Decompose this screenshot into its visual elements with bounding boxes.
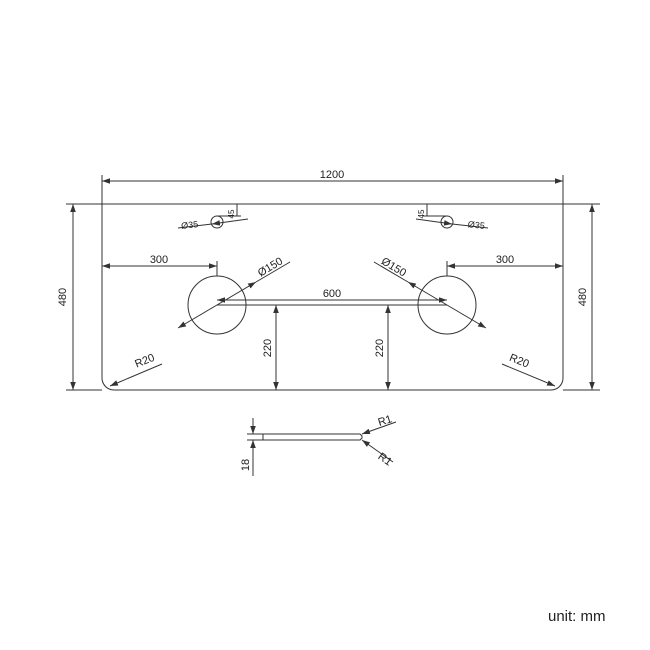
bowl-offset-label-right: 300 — [496, 254, 514, 266]
tap-hole-label-left: Ø35 — [181, 219, 199, 231]
tap-offset-label-left: 45 — [227, 209, 236, 218]
tap-offset-label-right: 45 — [417, 209, 426, 218]
tap-hole-label-right: Ø35 — [467, 219, 485, 231]
bowl-spacing-label: 600 — [323, 288, 341, 300]
tap-hole-right — [440, 215, 454, 229]
corner-radius-leader-left — [109, 363, 163, 387]
bowl-diameter-label-left: Ø150 — [256, 255, 285, 279]
corner-radius-leader-right — [501, 363, 556, 387]
tap-hole-leader-right — [415, 218, 453, 226]
bowl-depth-label-right: 220 — [374, 339, 386, 357]
bowl-diameter-label-right: Ø150 — [379, 255, 408, 279]
overall-width-label: 1200 — [320, 169, 344, 181]
bowl-depth-label-left: 220 — [262, 339, 274, 357]
tap-hole-left — [210, 215, 224, 229]
height-label-left: 480 — [57, 288, 69, 306]
tap-hole-leader-left — [211, 218, 249, 226]
bowl-offset-label-left: 300 — [150, 254, 168, 266]
edge-radius-label-bottom: R1 — [376, 451, 394, 469]
bowl-diameter-leader-right-tail — [373, 261, 409, 283]
bowl-diameter-leader-left-tail — [255, 261, 291, 283]
tap-hole-leader-right-tail — [451, 223, 489, 229]
section-profile — [262, 433, 363, 441]
thickness-label: 18 — [240, 459, 252, 471]
height-label-right: 480 — [577, 288, 589, 306]
countertop-outline — [101, 203, 564, 391]
tap-hole-leader-left-tail — [177, 223, 213, 229]
edge-radius-label-top: R1 — [377, 413, 394, 429]
edge-radius-leader-bottom — [361, 439, 394, 463]
unit-label: unit: mm — [548, 608, 606, 625]
edge-radius-leader-top — [361, 421, 397, 435]
